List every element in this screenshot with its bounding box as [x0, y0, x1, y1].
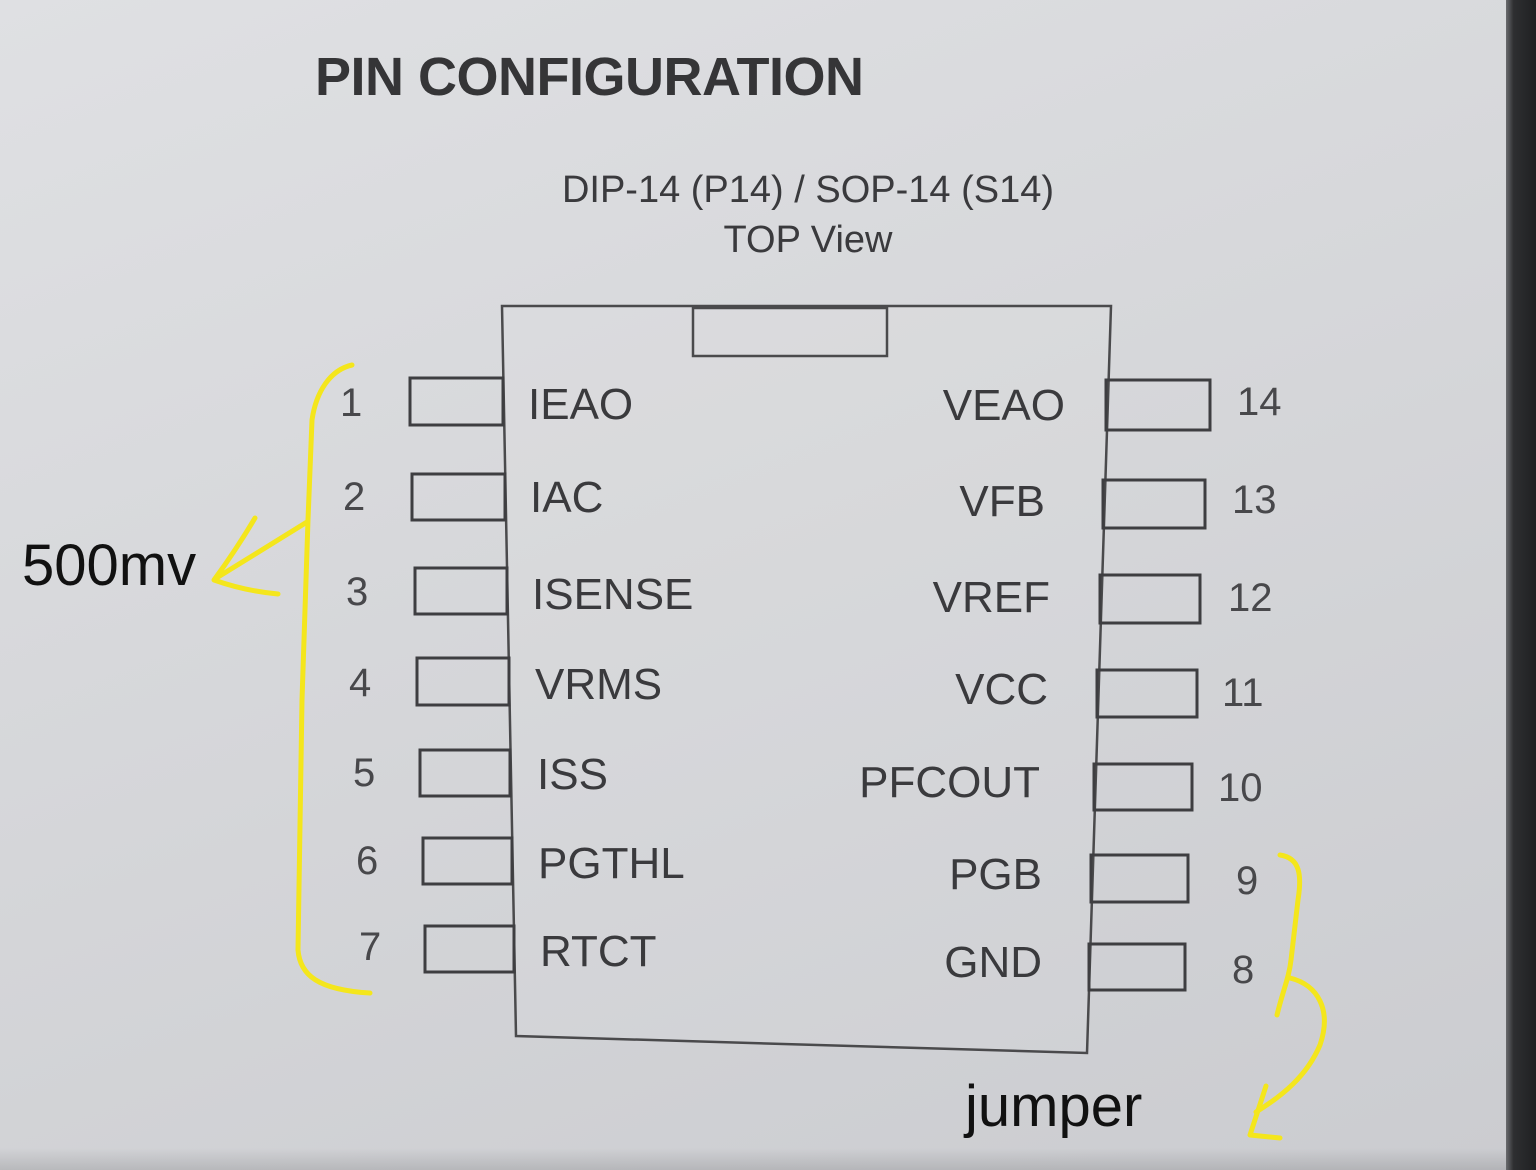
pin-label: IEAO	[528, 380, 634, 429]
pin-11-lead	[1095, 668, 1199, 719]
pin-number: 3	[346, 570, 369, 614]
pin-6-lead	[421, 836, 514, 886]
pin-3-lead	[413, 566, 509, 616]
pin-number: 14	[1237, 380, 1282, 424]
pin-number: 7	[359, 925, 382, 969]
pin-number: 12	[1228, 576, 1273, 620]
pin-label: RTCT	[540, 927, 657, 976]
left-brace-annotation	[295, 362, 373, 996]
pin-7-lead	[423, 924, 516, 974]
pin-label: ISENSE	[532, 570, 694, 619]
pin-1-lead	[408, 376, 505, 427]
pin-5-lead	[418, 748, 512, 798]
pin-label: ISS	[537, 750, 608, 799]
pin-8-lead	[1087, 942, 1187, 992]
monitor-bezel	[1506, 0, 1536, 1170]
pin-number: 5	[353, 751, 376, 795]
pin-label: VFB	[959, 477, 1045, 526]
pin-label: VRMS	[535, 660, 663, 709]
pin-10-lead	[1092, 762, 1194, 812]
right-arrow-curve	[1253, 975, 1327, 1115]
annotation-500mv: 500mv	[22, 533, 197, 598]
pin-label: PGTHL	[538, 839, 685, 888]
pin-label: IAC	[530, 473, 604, 522]
pin-number: 11	[1222, 671, 1264, 715]
pin-13-lead	[1101, 478, 1207, 530]
pin-number: 2	[343, 475, 366, 519]
pin-number: 8	[1232, 948, 1255, 992]
pin-label: GND	[944, 938, 1042, 987]
left-arrow-shaft	[215, 519, 310, 580]
pin-number: 10	[1218, 766, 1263, 810]
pin-9-lead	[1089, 853, 1190, 904]
pin-label: VEAO	[942, 381, 1065, 430]
pin-number: 4	[349, 661, 372, 705]
pin-number: 6	[356, 839, 379, 883]
pin-label: PGB	[949, 850, 1042, 899]
pin-4-lead	[415, 656, 511, 707]
pin-label: PFCOUT	[859, 758, 1040, 807]
pin-label: VCC	[955, 665, 1048, 714]
package-label: DIP-14 (P14) / SOP-14 (S14)	[561, 169, 1055, 211]
right-arrow-head	[1247, 1083, 1283, 1141]
pin-number: 9	[1236, 859, 1259, 903]
right-brace-annotation	[1274, 852, 1303, 1018]
pin-label: VREF	[932, 573, 1050, 622]
pin-number: 13	[1232, 478, 1277, 522]
pin-14-lead	[1104, 378, 1212, 432]
bottom-shade	[0, 1148, 1506, 1170]
view-label: TOP View	[723, 219, 893, 261]
page-title: PIN CONFIGURATION	[315, 47, 864, 107]
pin-12-lead	[1098, 573, 1202, 625]
annotation-jumper: jumper	[965, 1074, 1143, 1139]
pin-2-lead	[410, 472, 507, 522]
chip-notch	[691, 306, 889, 358]
pin-number: 1	[340, 381, 363, 425]
left-arrow-head	[211, 515, 281, 597]
